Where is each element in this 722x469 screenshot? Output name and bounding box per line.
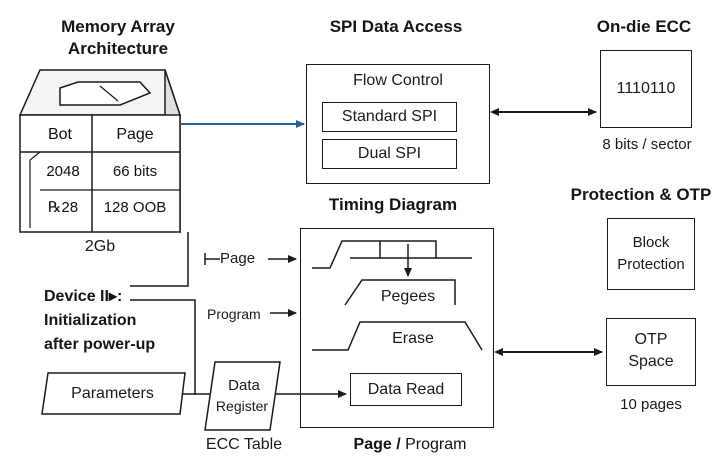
block-protection-line1: Block	[632, 234, 670, 251]
program-signal-label: Program	[207, 306, 261, 322]
data-register-line2: Register	[215, 398, 269, 414]
erase-label: Erase	[392, 330, 434, 347]
otp-line2: Space	[628, 353, 674, 370]
parameters-shape	[41, 372, 186, 415]
flow-control-label: Flow Control	[353, 72, 443, 89]
erase-waveform	[312, 321, 483, 351]
table-header-bot: Bot	[47, 126, 72, 143]
table-cell-glyph: ℞28	[47, 199, 79, 216]
page-program-caption: Page / Program	[330, 436, 490, 454]
ecc-code-box: 1110110	[600, 50, 692, 128]
data-read-box: Data Read	[350, 373, 462, 406]
device-init-line2: Initialization	[44, 312, 137, 329]
init-connector	[130, 299, 196, 395]
page-signal-label: Page	[220, 250, 256, 267]
table-cell-oob: 128 OOB	[103, 198, 167, 216]
device-init-line3: after power-up	[44, 336, 156, 353]
pegees-label: Pegees	[380, 288, 436, 305]
data-register-line1: Data	[228, 377, 260, 394]
table-cell-bits: 66 bits	[112, 162, 158, 180]
program-waveform	[344, 279, 456, 306]
block-protection-box	[607, 218, 695, 290]
page-waveform	[312, 240, 437, 269]
page-program-caption-regular: Program	[400, 436, 467, 453]
on-die-ecc-heading: On-die ECC	[596, 17, 692, 36]
dual-spi-box: Dual SPI	[322, 139, 457, 169]
spi-data-access-heading: SPI Data Access	[329, 17, 463, 36]
protection-otp-heading: Protection & OTP	[570, 185, 712, 204]
standard-spi-box: Standard SPI	[322, 102, 457, 132]
memory-array-heading-line1: Memory Array	[61, 17, 175, 36]
otp-space-box	[606, 318, 696, 386]
timing-diagram-box	[300, 228, 494, 428]
ecc-table-label: ECC Table	[205, 436, 283, 453]
block-protection-line2: Protection	[617, 256, 685, 273]
memory-cube	[18, 69, 182, 234]
ecc-sector-label: 8 bits / sector	[602, 136, 692, 153]
otp-pages-label: 10 pages	[620, 396, 682, 413]
device-init-line1: Device II▸:	[44, 288, 123, 305]
otp-line1: OTP	[634, 331, 668, 348]
memory-array-heading-line2: Architecture	[67, 39, 169, 58]
capacity-label: 2Gb	[84, 238, 116, 255]
page-program-caption-bold: Page /	[353, 436, 401, 453]
table-header-page: Page	[116, 126, 154, 143]
cube-front-face	[19, 114, 181, 233]
table-cell-blocks: 2048	[46, 162, 80, 180]
timing-waveforms	[312, 240, 483, 351]
parameters-label: Parameters	[71, 384, 154, 402]
data-register-shape	[204, 361, 281, 431]
timing-diagram-heading: Timing Diagram	[328, 195, 458, 214]
memory-down-connector	[130, 232, 189, 287]
cube-top-inset	[59, 81, 152, 106]
